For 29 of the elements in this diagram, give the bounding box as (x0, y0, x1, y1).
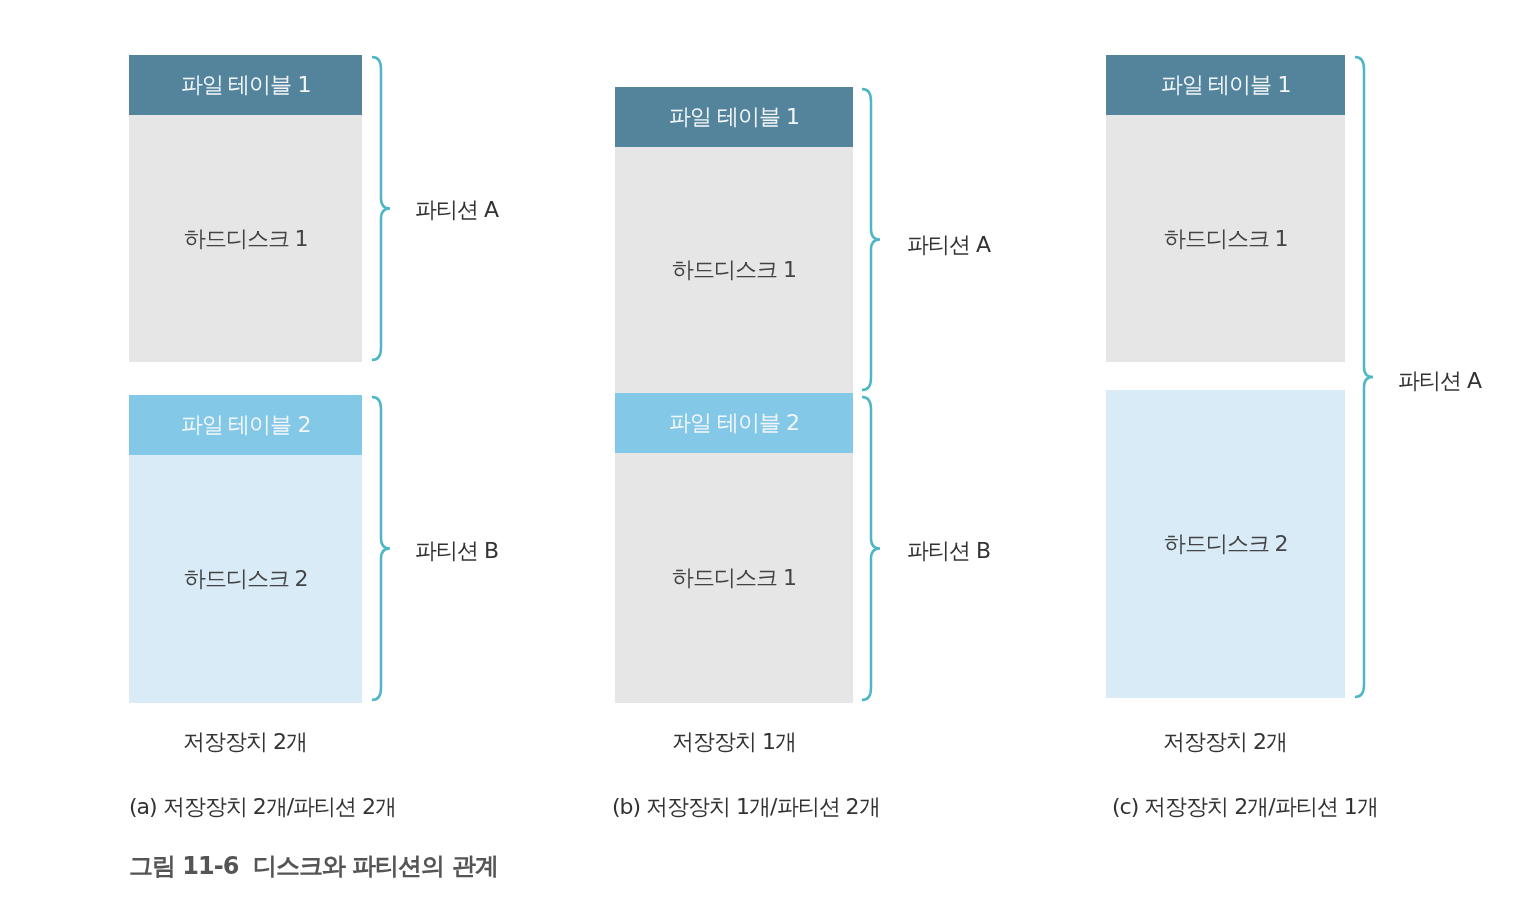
disk-label: 하드디스크 1 (672, 564, 796, 592)
subfigure-caption: (a) 저장장치 2개/파티션 2개 (129, 793, 397, 821)
subfigure-caption: (b) 저장장치 1개/파티션 2개 (612, 793, 880, 821)
disk-label: 하드디스크 1 (672, 256, 796, 284)
storage-count-label: 저장장치 2개 (1163, 728, 1287, 756)
disk-block (129, 55, 362, 362)
file-table-bar: 파일 테이블 1 (129, 55, 362, 115)
subfigure-caption: (c) 저장장치 2개/파티션 1개 (1112, 793, 1378, 821)
figure-caption: 그림 11-6 디스크와 파티션의 관계 (129, 851, 498, 882)
file-table-bar: 파일 테이블 1 (615, 87, 853, 147)
disk-block (615, 393, 853, 703)
partition-label: 파티션 B (415, 537, 499, 565)
partition-label: 파티션 A (1398, 367, 1482, 395)
file-table-bar: 파일 테이블 1 (1106, 55, 1345, 115)
disk-label: 하드디스크 2 (1163, 530, 1288, 558)
storage-count-label: 저장장치 1개 (672, 728, 796, 756)
partition-label: 파티션 B (907, 537, 991, 565)
disk-block (129, 395, 362, 703)
disk-label: 하드디스크 1 (183, 224, 308, 253)
partition-label: 파티션 A (907, 231, 991, 259)
disk-block (1106, 55, 1345, 362)
file-table-bar: 파일 테이블 2 (615, 393, 853, 453)
disk-block (1106, 390, 1345, 698)
partition-label: 파티션 A (415, 196, 499, 224)
disk-label: 하드디스크 2 (183, 565, 308, 593)
storage-count-label: 저장장치 2개 (183, 728, 307, 756)
disk-block (615, 87, 853, 393)
file-table-bar: 파일 테이블 2 (129, 395, 362, 455)
disk-label: 하드디스크 1 (1163, 224, 1288, 253)
